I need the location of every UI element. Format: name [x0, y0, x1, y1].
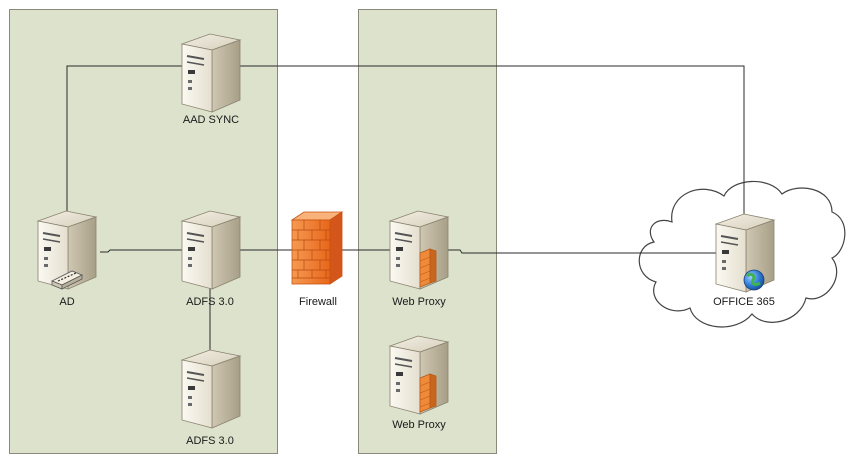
- network-switch-icon: [51, 270, 83, 290]
- office365-server-icon: [714, 213, 776, 293]
- ad-server-icon: [36, 210, 98, 290]
- adfs-secondary-server-icon: [180, 349, 242, 429]
- proxy-badge-icon: [419, 373, 437, 413]
- adfs-primary-server-icon: [180, 210, 242, 290]
- connector-ad-office365-top: [66, 65, 745, 258]
- aad-sync-server-icon: [180, 33, 242, 113]
- proxy-badge-icon: [419, 248, 437, 288]
- globe-icon: [743, 269, 765, 291]
- connector-main: [100, 249, 718, 254]
- web-proxy-secondary-server-icon: [388, 335, 450, 415]
- firewall-icon: [290, 211, 344, 285]
- web-proxy-primary-server-icon: [388, 210, 450, 290]
